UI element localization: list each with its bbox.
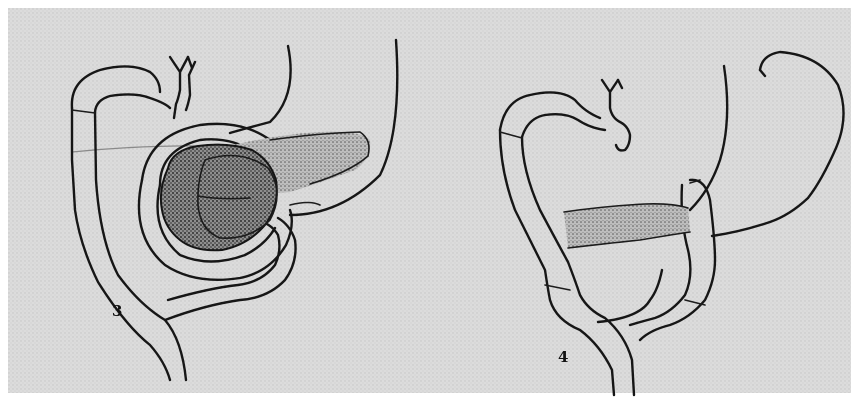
- fig4-number: 4: [558, 348, 568, 366]
- fig3-number: 3: [112, 302, 122, 320]
